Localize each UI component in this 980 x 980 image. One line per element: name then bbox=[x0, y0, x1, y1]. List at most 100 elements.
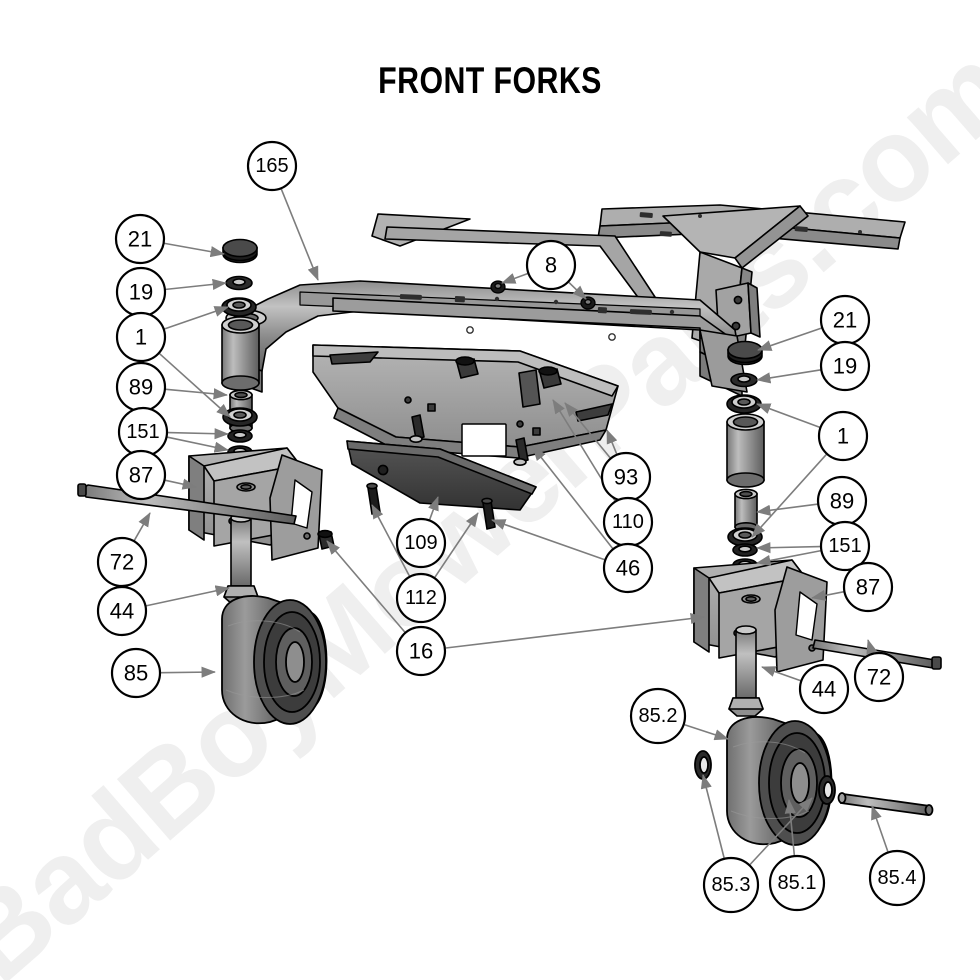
callout-89[interactable]: 89 bbox=[816, 475, 868, 527]
callout-circle[interactable] bbox=[868, 849, 926, 907]
leader-line bbox=[756, 542, 821, 554]
leader-line bbox=[165, 278, 227, 291]
leader-line bbox=[761, 666, 801, 682]
callout-19[interactable]: 19 bbox=[819, 340, 871, 392]
callout-151[interactable]: 151 bbox=[117, 406, 169, 458]
callout-number: 151 bbox=[828, 535, 861, 557]
callout-21[interactable]: 21 bbox=[819, 294, 871, 346]
leader-line bbox=[434, 512, 479, 578]
leader-line bbox=[164, 306, 229, 330]
callout-circle[interactable] bbox=[702, 856, 760, 914]
callout-number: 109 bbox=[404, 532, 437, 554]
callout-circle[interactable] bbox=[819, 520, 871, 572]
callout-44[interactable]: 44 bbox=[96, 585, 148, 637]
callout-number: 46 bbox=[616, 556, 640, 581]
callout-number: 112 bbox=[405, 587, 437, 609]
callout-circle[interactable] bbox=[115, 311, 167, 363]
callout-number: 85.3 bbox=[712, 874, 751, 896]
callout-circle[interactable] bbox=[115, 449, 167, 501]
callout-93[interactable]: 93 bbox=[600, 451, 652, 503]
leader-line bbox=[756, 503, 818, 516]
leader-line bbox=[491, 519, 605, 561]
callout-112[interactable]: 112 bbox=[395, 572, 447, 624]
callout-circle[interactable] bbox=[395, 572, 447, 624]
leader-line bbox=[756, 403, 820, 429]
leader-lines bbox=[133, 188, 889, 866]
frame-assembly bbox=[225, 204, 980, 397]
leader-line bbox=[756, 369, 821, 384]
callout-85[interactable]: 85 bbox=[110, 647, 162, 699]
callout-21[interactable]: 21 bbox=[114, 213, 166, 265]
callout-number: 16 bbox=[409, 639, 433, 664]
leader-line bbox=[164, 242, 225, 258]
callout-circle[interactable] bbox=[395, 517, 447, 569]
callout-8[interactable]: 8 bbox=[525, 239, 577, 291]
deck-plate-assembly bbox=[312, 344, 716, 627]
callout-85-2[interactable]: 85.2 bbox=[629, 687, 687, 745]
leader-line bbox=[749, 797, 813, 866]
callout-number: 44 bbox=[812, 677, 836, 702]
leader-line bbox=[159, 353, 231, 418]
callout-46[interactable]: 46 bbox=[602, 542, 654, 594]
callout-circle[interactable] bbox=[817, 410, 869, 462]
leader-line bbox=[165, 478, 197, 490]
page-title: FRONT FORKS bbox=[378, 60, 602, 101]
callout-44[interactable]: 44 bbox=[798, 663, 850, 715]
leader-line bbox=[428, 496, 439, 520]
callout-number: 85.4 bbox=[878, 867, 917, 889]
callout-number: 93 bbox=[614, 465, 638, 490]
callout-circle[interactable] bbox=[842, 561, 894, 613]
callout-89[interactable]: 89 bbox=[115, 361, 167, 413]
callout-number: 1 bbox=[837, 424, 849, 449]
callout-circle[interactable] bbox=[768, 854, 826, 912]
leader-line bbox=[564, 402, 611, 459]
leader-line bbox=[606, 429, 618, 455]
leader-line bbox=[326, 540, 406, 633]
callout-circle[interactable] bbox=[525, 239, 577, 291]
callout-number: 89 bbox=[129, 375, 153, 400]
callout-circle[interactable] bbox=[110, 647, 162, 699]
leader-line bbox=[568, 281, 587, 300]
callout-109[interactable]: 109 bbox=[395, 517, 447, 569]
callout-85-3[interactable]: 85.3 bbox=[702, 856, 760, 914]
callout-85-4[interactable]: 85.4 bbox=[868, 849, 926, 907]
callout-circle[interactable] bbox=[629, 687, 687, 745]
callout-circle[interactable] bbox=[395, 625, 447, 677]
callout-87[interactable]: 87 bbox=[842, 561, 894, 613]
callout-number: 19 bbox=[129, 280, 153, 305]
callout-circle[interactable] bbox=[246, 140, 298, 192]
fork-yoke-right bbox=[693, 559, 942, 717]
callout-1[interactable]: 1 bbox=[115, 311, 167, 363]
leader-line bbox=[280, 188, 319, 281]
leader-line bbox=[167, 428, 229, 440]
leader-line bbox=[811, 589, 844, 601]
callout-85-1[interactable]: 85.1 bbox=[768, 854, 826, 912]
callout-87[interactable]: 87 bbox=[115, 449, 167, 501]
leader-line bbox=[160, 666, 216, 678]
leader-line bbox=[371, 504, 411, 577]
callout-1[interactable]: 1 bbox=[817, 410, 869, 462]
callout-circle[interactable] bbox=[114, 213, 166, 265]
callout-circle[interactable] bbox=[853, 651, 905, 703]
callout-110[interactable]: 110 bbox=[602, 496, 654, 548]
callout-72[interactable]: 72 bbox=[853, 651, 905, 703]
callout-72[interactable]: 72 bbox=[96, 536, 148, 588]
callout-number: 89 bbox=[830, 489, 854, 514]
callout-number: 87 bbox=[856, 575, 880, 600]
leader-line bbox=[784, 799, 796, 856]
callout-19[interactable]: 19 bbox=[115, 266, 167, 318]
callout-number: 21 bbox=[833, 308, 857, 333]
callout-circle[interactable] bbox=[602, 542, 654, 594]
callout-circle[interactable] bbox=[798, 663, 850, 715]
callout-151[interactable]: 151 bbox=[819, 520, 871, 572]
callout-circle[interactable] bbox=[819, 340, 871, 392]
callout-circle[interactable] bbox=[96, 585, 148, 637]
frame-bolt-pair bbox=[490, 280, 596, 310]
callout-165[interactable]: 165 bbox=[246, 140, 298, 192]
front-wheel-left bbox=[221, 595, 328, 725]
callout-16[interactable]: 16 bbox=[395, 625, 447, 677]
callout-number: 8 bbox=[545, 253, 557, 278]
